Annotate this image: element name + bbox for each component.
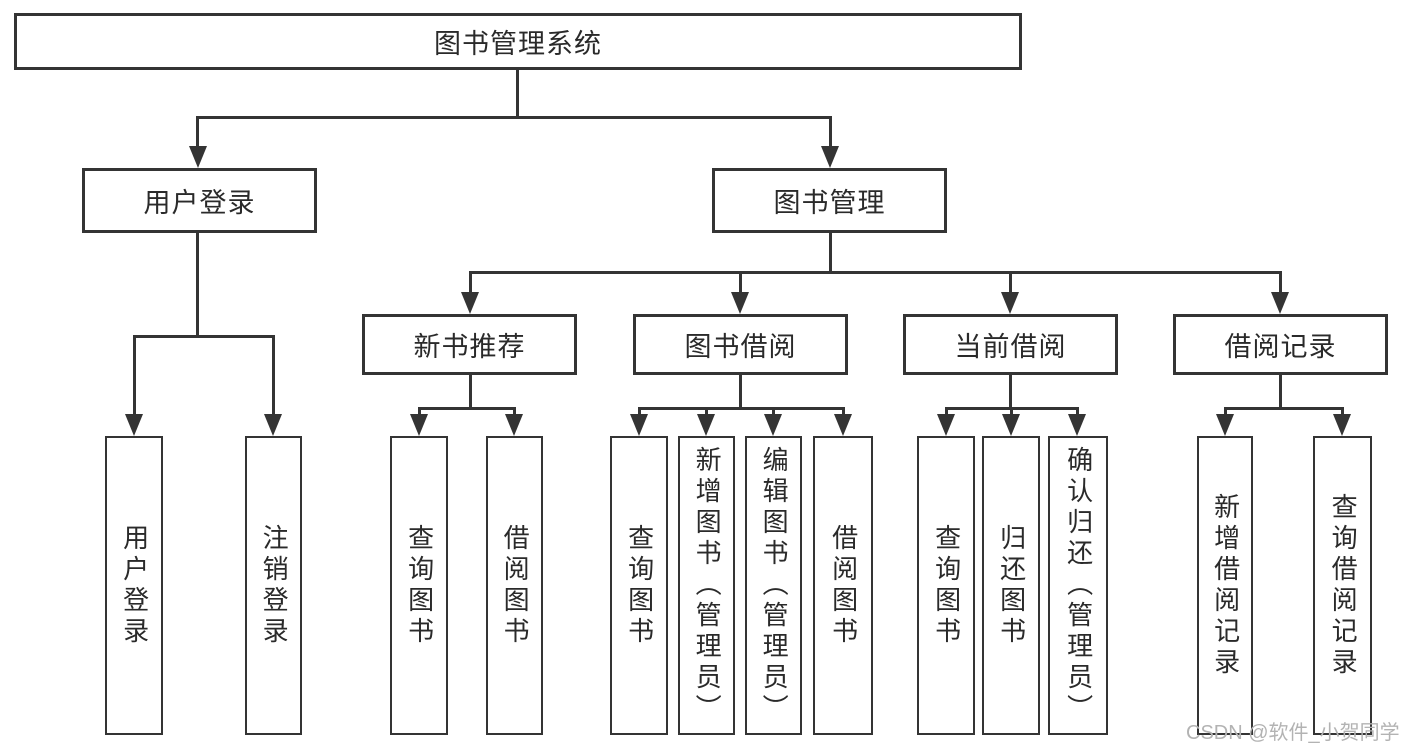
arrowhead-down	[1001, 292, 1019, 314]
connector-vline	[739, 272, 742, 294]
connector-vline	[829, 233, 832, 274]
leaf-label: 用户登录	[119, 523, 150, 648]
leaf-add-borrow-record: 新增借阅记录	[1197, 436, 1253, 735]
leaf-edit-book-admin: 编辑图书（管理员）	[745, 436, 802, 735]
arrowhead-down	[630, 414, 648, 436]
leaf-label: 借阅图书	[500, 523, 531, 648]
leaf-label: 新增图书（管理员）	[692, 446, 723, 725]
leaf-label: 编辑图书（管理员）	[759, 446, 790, 725]
arrowhead-down	[821, 146, 839, 168]
connector-vline	[513, 407, 516, 416]
leaf-logout: 注销登录	[245, 436, 302, 735]
leaf-query-books-1: 查询图书	[390, 436, 448, 735]
node-label: 用户登录	[143, 188, 256, 218]
arrowhead-down	[125, 414, 143, 436]
arrowhead-down	[731, 292, 749, 314]
connector-vline	[1279, 375, 1282, 410]
connector-vline	[1224, 407, 1227, 416]
leaf-query-books-3: 查询图书	[917, 436, 975, 735]
arrowhead-down	[1068, 414, 1086, 436]
connector-hline	[469, 271, 1282, 274]
node-label: 图书管理系统	[434, 29, 602, 59]
connector-hline	[196, 116, 832, 119]
node-label: 当前借阅	[954, 332, 1067, 362]
leaf-add-book-admin: 新增图书（管理员）	[678, 436, 735, 735]
leaf-label: 归还图书	[996, 523, 1027, 648]
arrowhead-down	[189, 146, 207, 168]
watermark: CSDN @软件_小贺同学	[1186, 722, 1400, 744]
connector-hline	[1224, 407, 1344, 410]
leaf-label: 查询图书	[624, 523, 655, 648]
connector-vline	[638, 407, 641, 416]
connector-vline	[469, 272, 472, 294]
arrowhead-down	[1271, 292, 1289, 314]
node-library-management-system: 图书管理系统	[14, 13, 1022, 70]
node-new-book-recommend: 新书推荐	[362, 314, 577, 375]
leaf-label: 查询借阅记录	[1328, 492, 1359, 679]
node-label: 图书借阅	[684, 332, 797, 362]
leaf-label: 查询图书	[931, 523, 962, 648]
leaf-borrow-books-2: 借阅图书	[813, 436, 873, 735]
connector-vline	[469, 375, 472, 410]
arrowhead-down	[461, 292, 479, 314]
connector-vline	[739, 375, 742, 410]
connector-hline	[133, 335, 275, 338]
node-book-management: 图书管理	[712, 168, 947, 233]
node-label: 新书推荐	[413, 332, 526, 362]
arrowhead-down	[697, 414, 715, 436]
node-book-borrow: 图书借阅	[633, 314, 848, 375]
leaf-query-books-2: 查询图书	[610, 436, 668, 735]
leaf-label: 借阅图书	[828, 523, 859, 648]
arrowhead-down	[1002, 414, 1020, 436]
node-borrow-records: 借阅记录	[1173, 314, 1388, 375]
node-label: 图书管理	[773, 188, 886, 218]
arrowhead-down	[1216, 414, 1234, 436]
arrowhead-down	[1333, 414, 1351, 436]
leaf-confirm-return-admin: 确认归还（管理员）	[1048, 436, 1108, 735]
arrowhead-down	[937, 414, 955, 436]
connector-vline	[705, 407, 708, 416]
arrowhead-down	[764, 414, 782, 436]
connector-vline	[418, 407, 421, 416]
connector-vline	[133, 335, 136, 416]
arrowhead-down	[834, 414, 852, 436]
connector-vline	[1009, 375, 1012, 410]
connector-vline	[1009, 272, 1012, 294]
leaf-query-borrow-record: 查询借阅记录	[1313, 436, 1372, 735]
leaf-label: 确认归还（管理员）	[1063, 446, 1094, 725]
node-user-login: 用户登录	[82, 168, 317, 233]
connector-hline	[638, 407, 845, 410]
connector-hline	[418, 407, 516, 410]
leaf-label: 新增借阅记录	[1210, 492, 1241, 679]
connector-vline	[772, 407, 775, 416]
leaf-label: 查询图书	[404, 523, 435, 648]
arrowhead-down	[264, 414, 282, 436]
connector-vline	[196, 118, 199, 148]
node-label: 借阅记录	[1224, 332, 1337, 362]
leaf-borrow-books-1: 借阅图书	[486, 436, 543, 735]
connector-vline	[1279, 272, 1282, 294]
arrowhead-down	[505, 414, 523, 436]
connector-vline	[842, 407, 845, 416]
connector-vline	[196, 233, 199, 338]
connector-vline	[945, 407, 948, 416]
leaf-label: 注销登录	[259, 523, 290, 648]
connector-vline	[829, 118, 832, 148]
leaf-return-book: 归还图书	[982, 436, 1040, 735]
node-current-borrow: 当前借阅	[903, 314, 1118, 375]
connector-vline	[1076, 407, 1079, 416]
connector-vline	[516, 69, 519, 118]
arrowhead-down	[410, 414, 428, 436]
connector-vline	[272, 335, 275, 416]
connector-vline	[1010, 407, 1013, 416]
leaf-user-login: 用户登录	[105, 436, 163, 735]
connector-vline	[1341, 407, 1344, 416]
